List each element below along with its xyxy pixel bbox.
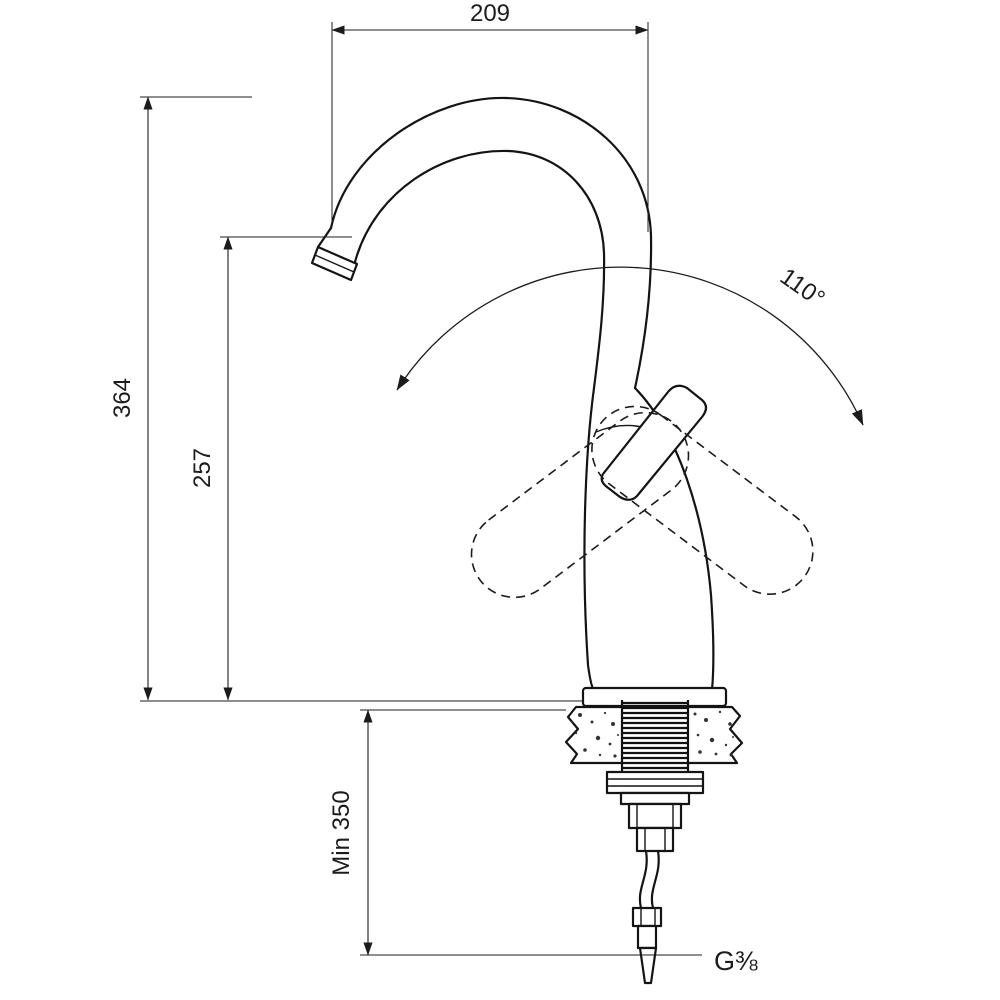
label-spout-height: 257 xyxy=(189,448,216,488)
mounting-nut xyxy=(605,770,705,795)
dimension-overall-height: 364 xyxy=(109,96,583,702)
spout-tip-joint xyxy=(354,261,358,265)
supply-hose xyxy=(638,849,660,910)
countertop-cross-section xyxy=(564,705,744,765)
handle-alt-position-right xyxy=(591,405,814,595)
dimension-swivel-arc: 110° xyxy=(396,263,864,426)
dimension-min-clearance: Min 350 xyxy=(328,709,702,956)
base-flange xyxy=(581,686,728,708)
mounting-thread xyxy=(620,700,690,772)
label-thread-size: G⅜ xyxy=(714,946,758,976)
countertop-right-slab xyxy=(686,705,744,765)
spout-outer-curve xyxy=(329,96,653,390)
dimension-top-width: 209 xyxy=(331,0,649,232)
faucet-body xyxy=(581,386,728,708)
spout-inner-curve xyxy=(353,149,606,390)
label-min-clearance: Min 350 xyxy=(328,790,355,875)
faucet-handle xyxy=(600,384,708,501)
handle-alt-position-left xyxy=(470,411,690,599)
label-top-width: 209 xyxy=(470,0,510,27)
valve-housing xyxy=(619,791,691,853)
label-overall-height: 364 xyxy=(109,378,136,418)
dimension-spout-height: 257 xyxy=(189,236,352,701)
faucet-outline xyxy=(310,96,814,985)
countertop-speckles xyxy=(571,710,734,758)
body-left-edge xyxy=(583,386,596,692)
countertop-left-slab xyxy=(564,705,624,765)
label-swivel-angle: 110° xyxy=(775,263,830,313)
faucet-spout xyxy=(310,96,653,390)
hose-connector xyxy=(631,906,663,985)
spout-aerator-line xyxy=(314,254,355,273)
